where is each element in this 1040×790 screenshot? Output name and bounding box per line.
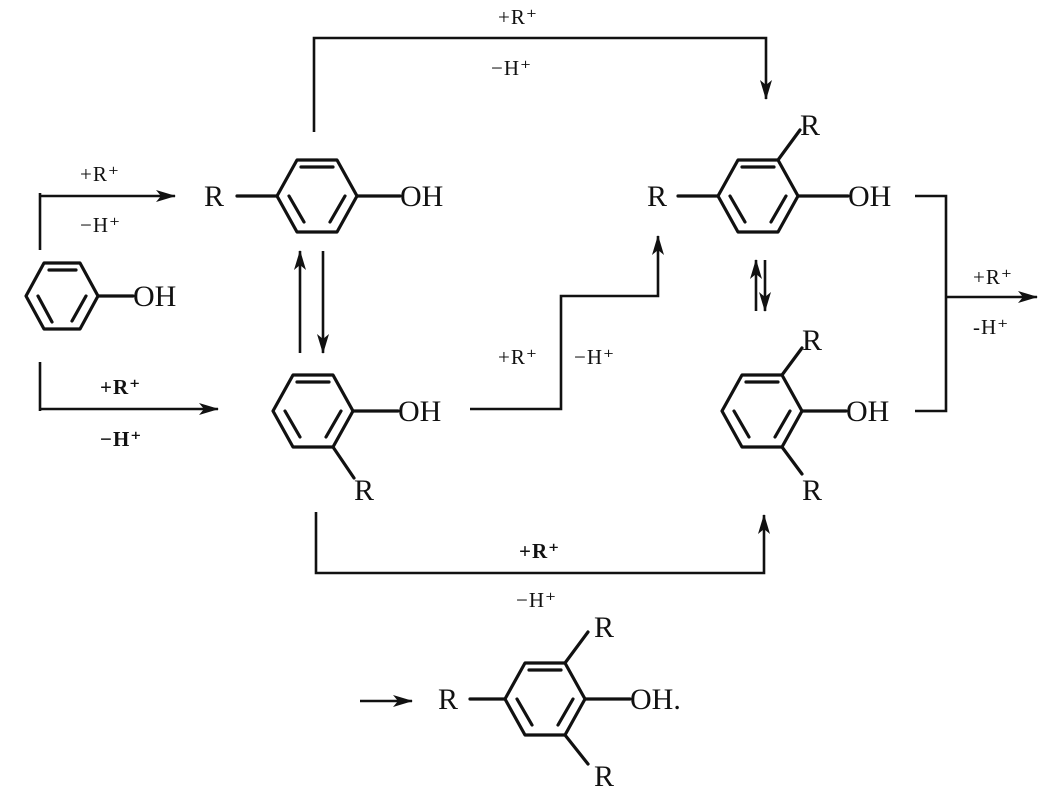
di26-r-top-label: R bbox=[802, 324, 822, 357]
para-oh-label: OH bbox=[400, 180, 443, 213]
compound-2-6-dialkylphenol: OH R R bbox=[720, 324, 889, 507]
ortho-di26-remove-label: −H⁺ bbox=[516, 588, 557, 612]
phenol-ortho-add-label: +R⁺ bbox=[100, 375, 141, 399]
ortho-double-bonds bbox=[283, 380, 343, 439]
di26-r-top-bond bbox=[780, 346, 804, 377]
di24-r-para-label: R bbox=[647, 180, 667, 213]
equilibrium-di24-di26 bbox=[750, 259, 771, 312]
compound-phenol: OH bbox=[24, 261, 176, 331]
tri-r-top-label: R bbox=[594, 611, 614, 644]
para-di24-add-label: +R⁺ bbox=[498, 5, 538, 29]
para-di24-bracket bbox=[312, 36, 772, 132]
phenol-para-remove-label: −H⁺ bbox=[80, 213, 121, 237]
ortho-r-bond bbox=[331, 445, 356, 480]
ortho-di26-bracket bbox=[314, 512, 770, 575]
tri-r-bottom-bond bbox=[563, 733, 590, 766]
di26-double-bonds bbox=[732, 380, 792, 439]
tri-r-para-label: R bbox=[438, 683, 458, 716]
di24-r-ortho-bond bbox=[776, 128, 802, 162]
di26-r-bottom-bond bbox=[780, 445, 804, 476]
phenol-ring bbox=[24, 261, 100, 331]
path-ortho-to-di24: +R⁺ −H⁺ bbox=[470, 235, 664, 411]
compound-2-alkylphenol: OH R bbox=[271, 373, 441, 507]
para-r-label: R bbox=[204, 180, 224, 213]
ortho-di24-remove-label: −H⁺ bbox=[574, 345, 615, 369]
di26-oh-label: OH bbox=[846, 395, 889, 428]
path-ortho-to-di26: +R⁺ −H⁺ bbox=[314, 512, 770, 612]
para-double-bonds bbox=[287, 165, 347, 224]
ortho-oh-label: OH bbox=[398, 395, 441, 428]
di26-r-bottom-label: R bbox=[802, 474, 822, 507]
di24-oh-label: OH bbox=[848, 180, 891, 213]
compound-4-alkylphenol: OH R bbox=[204, 158, 443, 234]
di24-double-bonds bbox=[728, 165, 788, 224]
tri-double-bonds bbox=[515, 668, 575, 727]
tri-r-top-bond bbox=[563, 630, 590, 665]
phenol-double-bonds bbox=[36, 268, 88, 324]
phenol-ortho-remove-label: −H⁺ bbox=[100, 427, 142, 451]
path-dialkyl-to-trialkyl: +R⁺ -H⁺ bbox=[915, 194, 1038, 413]
equilibrium-para-ortho bbox=[294, 250, 329, 354]
ortho-di24-step bbox=[470, 235, 664, 411]
ortho-r-label: R bbox=[354, 474, 374, 507]
dialkyl-remove-label: -H⁺ bbox=[973, 315, 1009, 339]
di24-r-ortho-label: R bbox=[800, 109, 820, 142]
compound-2-4-dialkylphenol: OH R R bbox=[647, 109, 891, 234]
para-di24-remove-label: −H⁺ bbox=[491, 56, 532, 80]
phenol-oh-label: OH bbox=[133, 280, 176, 313]
path-phenol-to-para: +R⁺ −H⁺ bbox=[38, 162, 176, 250]
ortho-di24-add-label: +R⁺ bbox=[498, 345, 538, 369]
phenol-para-add-label: +R⁺ bbox=[80, 162, 120, 186]
tri-r-bottom-label: R bbox=[594, 760, 614, 790]
dialkyl-add-label: +R⁺ bbox=[973, 265, 1013, 289]
ortho-di26-add-label: +R⁺ bbox=[519, 539, 560, 563]
path-phenol-to-ortho: +R⁺ −H⁺ bbox=[38, 362, 219, 451]
dialkyl-bracket bbox=[915, 194, 948, 413]
tri-oh-label: OH. bbox=[630, 683, 681, 716]
compound-2-4-6-trialkylphenol: OH. R R R bbox=[360, 611, 681, 790]
path-para-to-di24: +R⁺ −H⁺ bbox=[312, 5, 772, 132]
